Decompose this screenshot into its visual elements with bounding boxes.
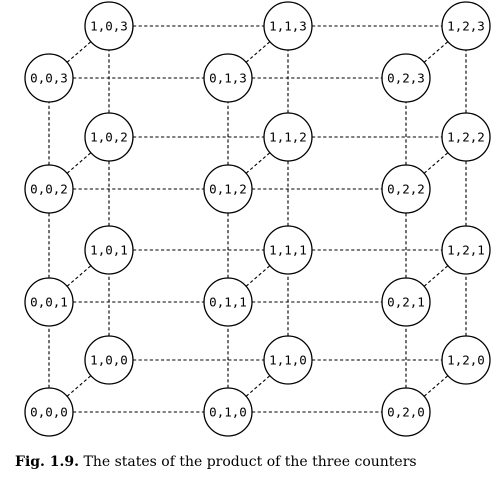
figure-label: Fig. 1.9. <box>15 454 80 470</box>
edge-022-122 <box>423 152 449 174</box>
edge-011-111 <box>245 265 271 287</box>
state-node-002: 0,0,2 <box>24 164 74 214</box>
state-circle <box>84 335 134 385</box>
edge-023-123 <box>423 41 449 63</box>
state-circle <box>263 335 313 385</box>
state-node-012: 0,1,2 <box>203 164 253 214</box>
state-circle <box>24 387 74 437</box>
state-label: 1,1,0 <box>269 353 307 368</box>
state-label: 0,2,0 <box>387 405 425 420</box>
state-circle <box>441 112 491 162</box>
state-label: 1,2,1 <box>447 243 485 258</box>
state-node-021: 0,2,1 <box>381 277 431 327</box>
transition-edges <box>48 25 467 413</box>
state-node-001: 0,0,1 <box>24 277 74 327</box>
state-circle <box>441 335 491 385</box>
state-node-013: 0,1,3 <box>203 53 253 103</box>
state-node-023: 0,2,3 <box>381 53 431 103</box>
state-label: 0,0,1 <box>30 295 68 310</box>
state-node-123: 1,2,3 <box>441 1 491 51</box>
state-label: 1,2,0 <box>447 353 485 368</box>
state-circle <box>381 53 431 103</box>
state-label: 0,0,0 <box>30 405 68 420</box>
state-node-100: 1,0,0 <box>84 335 134 385</box>
state-label: 1,1,3 <box>269 19 307 34</box>
edge-021-121 <box>423 265 449 287</box>
state-node-102: 1,0,2 <box>84 112 134 162</box>
state-circle <box>24 277 74 327</box>
state-label: 0,2,1 <box>387 295 425 310</box>
edge-002-102 <box>66 152 92 174</box>
state-node-110: 1,1,0 <box>263 335 313 385</box>
state-label: 1,1,1 <box>269 243 307 258</box>
state-circle <box>263 112 313 162</box>
state-circle <box>263 225 313 275</box>
state-node-101: 1,0,1 <box>84 225 134 275</box>
state-node-020: 0,2,0 <box>381 387 431 437</box>
state-circle <box>381 277 431 327</box>
state-node-000: 0,0,0 <box>24 387 74 437</box>
figure-caption: Fig. 1.9. The states of the product of t… <box>15 454 417 470</box>
state-node-122: 1,2,2 <box>441 112 491 162</box>
state-node-103: 1,0,3 <box>84 1 134 51</box>
state-circle <box>84 225 134 275</box>
state-label: 0,1,3 <box>209 71 247 86</box>
state-circle <box>84 112 134 162</box>
state-circle <box>24 53 74 103</box>
state-node-011: 0,1,1 <box>203 277 253 327</box>
state-circle <box>203 53 253 103</box>
state-label: 1,0,2 <box>90 130 128 145</box>
state-label: 0,2,3 <box>387 71 425 86</box>
edge-001-101 <box>66 265 92 287</box>
state-circle <box>203 164 253 214</box>
state-circle <box>24 164 74 214</box>
state-node-003: 0,0,3 <box>24 53 74 103</box>
state-node-112: 1,1,2 <box>263 112 313 162</box>
state-node-010: 0,1,0 <box>203 387 253 437</box>
state-label: 0,0,3 <box>30 71 68 86</box>
state-circle <box>441 225 491 275</box>
state-node-111: 1,1,1 <box>263 225 313 275</box>
state-nodes: 1,0,0 1,0,1 1,0,2 1,0,3 1,1,0 1,1,1 1,1,2 1,1,3… <box>24 1 491 437</box>
state-label: 1,2,3 <box>447 19 485 34</box>
edge-013-113 <box>245 41 271 63</box>
edge-012-112 <box>245 152 271 174</box>
state-node-113: 1,1,3 <box>263 1 313 51</box>
state-circle <box>263 1 313 51</box>
state-label: 1,0,3 <box>90 19 128 34</box>
state-label: 0,1,1 <box>209 295 247 310</box>
edge-003-103 <box>66 41 92 63</box>
state-node-121: 1,2,1 <box>441 225 491 275</box>
state-circle <box>203 277 253 327</box>
state-label: 0,1,2 <box>209 182 247 197</box>
state-label: 0,1,0 <box>209 405 247 420</box>
state-circle <box>441 1 491 51</box>
edge-010-110 <box>245 375 271 397</box>
edge-020-120 <box>423 375 449 397</box>
state-circle <box>381 164 431 214</box>
edge-000-100 <box>66 375 92 397</box>
state-label: 1,2,2 <box>447 130 485 145</box>
state-circle <box>203 387 253 437</box>
state-label: 0,0,2 <box>30 182 68 197</box>
state-diagram: 1,0,0 1,0,1 1,0,2 1,0,3 1,1,0 1,1,1 1,1,2 1,1,3… <box>24 1 491 437</box>
state-circle <box>381 387 431 437</box>
state-label: 1,0,1 <box>90 243 128 258</box>
state-node-022: 0,2,2 <box>381 164 431 214</box>
state-node-120: 1,2,0 <box>441 335 491 385</box>
state-label: 1,0,0 <box>90 353 128 368</box>
state-label: 0,2,2 <box>387 182 425 197</box>
state-label: 1,1,2 <box>269 130 307 145</box>
caption-text: The states of the product of the three c… <box>83 454 417 470</box>
state-circle <box>84 1 134 51</box>
